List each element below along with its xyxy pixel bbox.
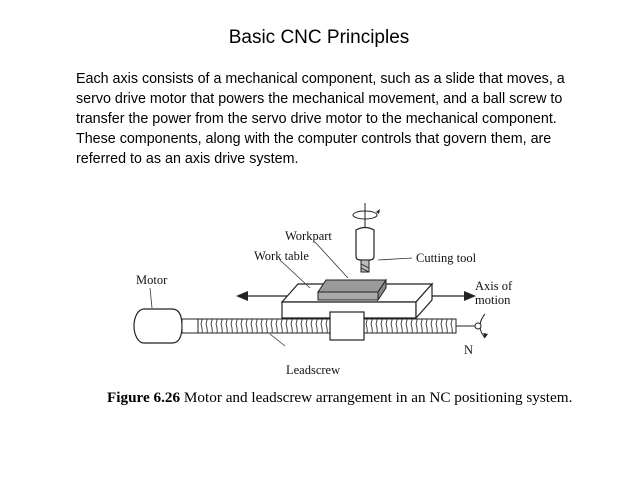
- spindle-rotation-icon: [352, 203, 380, 230]
- label-motion: motion: [475, 293, 511, 307]
- label-n: N: [464, 343, 473, 357]
- motor-shape: [133, 308, 199, 344]
- label-work-table: Work table: [254, 249, 309, 263]
- label-workpart: Workpart: [285, 229, 332, 243]
- motor-leadscrew-diagram: Workpart Work table Cutting tool Motor A…: [133, 203, 513, 377]
- slide-title: Basic CNC Principles: [228, 27, 410, 48]
- slide-body-text: Each axis consists of a mechanical compo…: [76, 71, 565, 167]
- label-cutting-tool: Cutting tool: [416, 251, 477, 265]
- label-leadscrew: Leadscrew: [286, 363, 340, 377]
- leader-lines: [149, 241, 413, 347]
- cnc-figure: Workpart Work table Cutting tool Motor A…: [100, 198, 540, 388]
- figure-caption-label: Figure 6.26: [107, 389, 181, 406]
- rotation-indicator-icon: [474, 313, 488, 339]
- label-motor: Motor: [136, 273, 168, 287]
- figure-caption-text: Motor and leadscrew arrangement in an NC…: [183, 389, 573, 406]
- cutting-tool-icon: [355, 226, 375, 273]
- leadscrew-shape: [197, 311, 478, 341]
- label-axis-of: Axis of: [475, 279, 513, 293]
- figure-caption: Figure 6.26 Motor and leadscrew arrangem…: [107, 388, 577, 407]
- workpart-shape: [317, 278, 387, 302]
